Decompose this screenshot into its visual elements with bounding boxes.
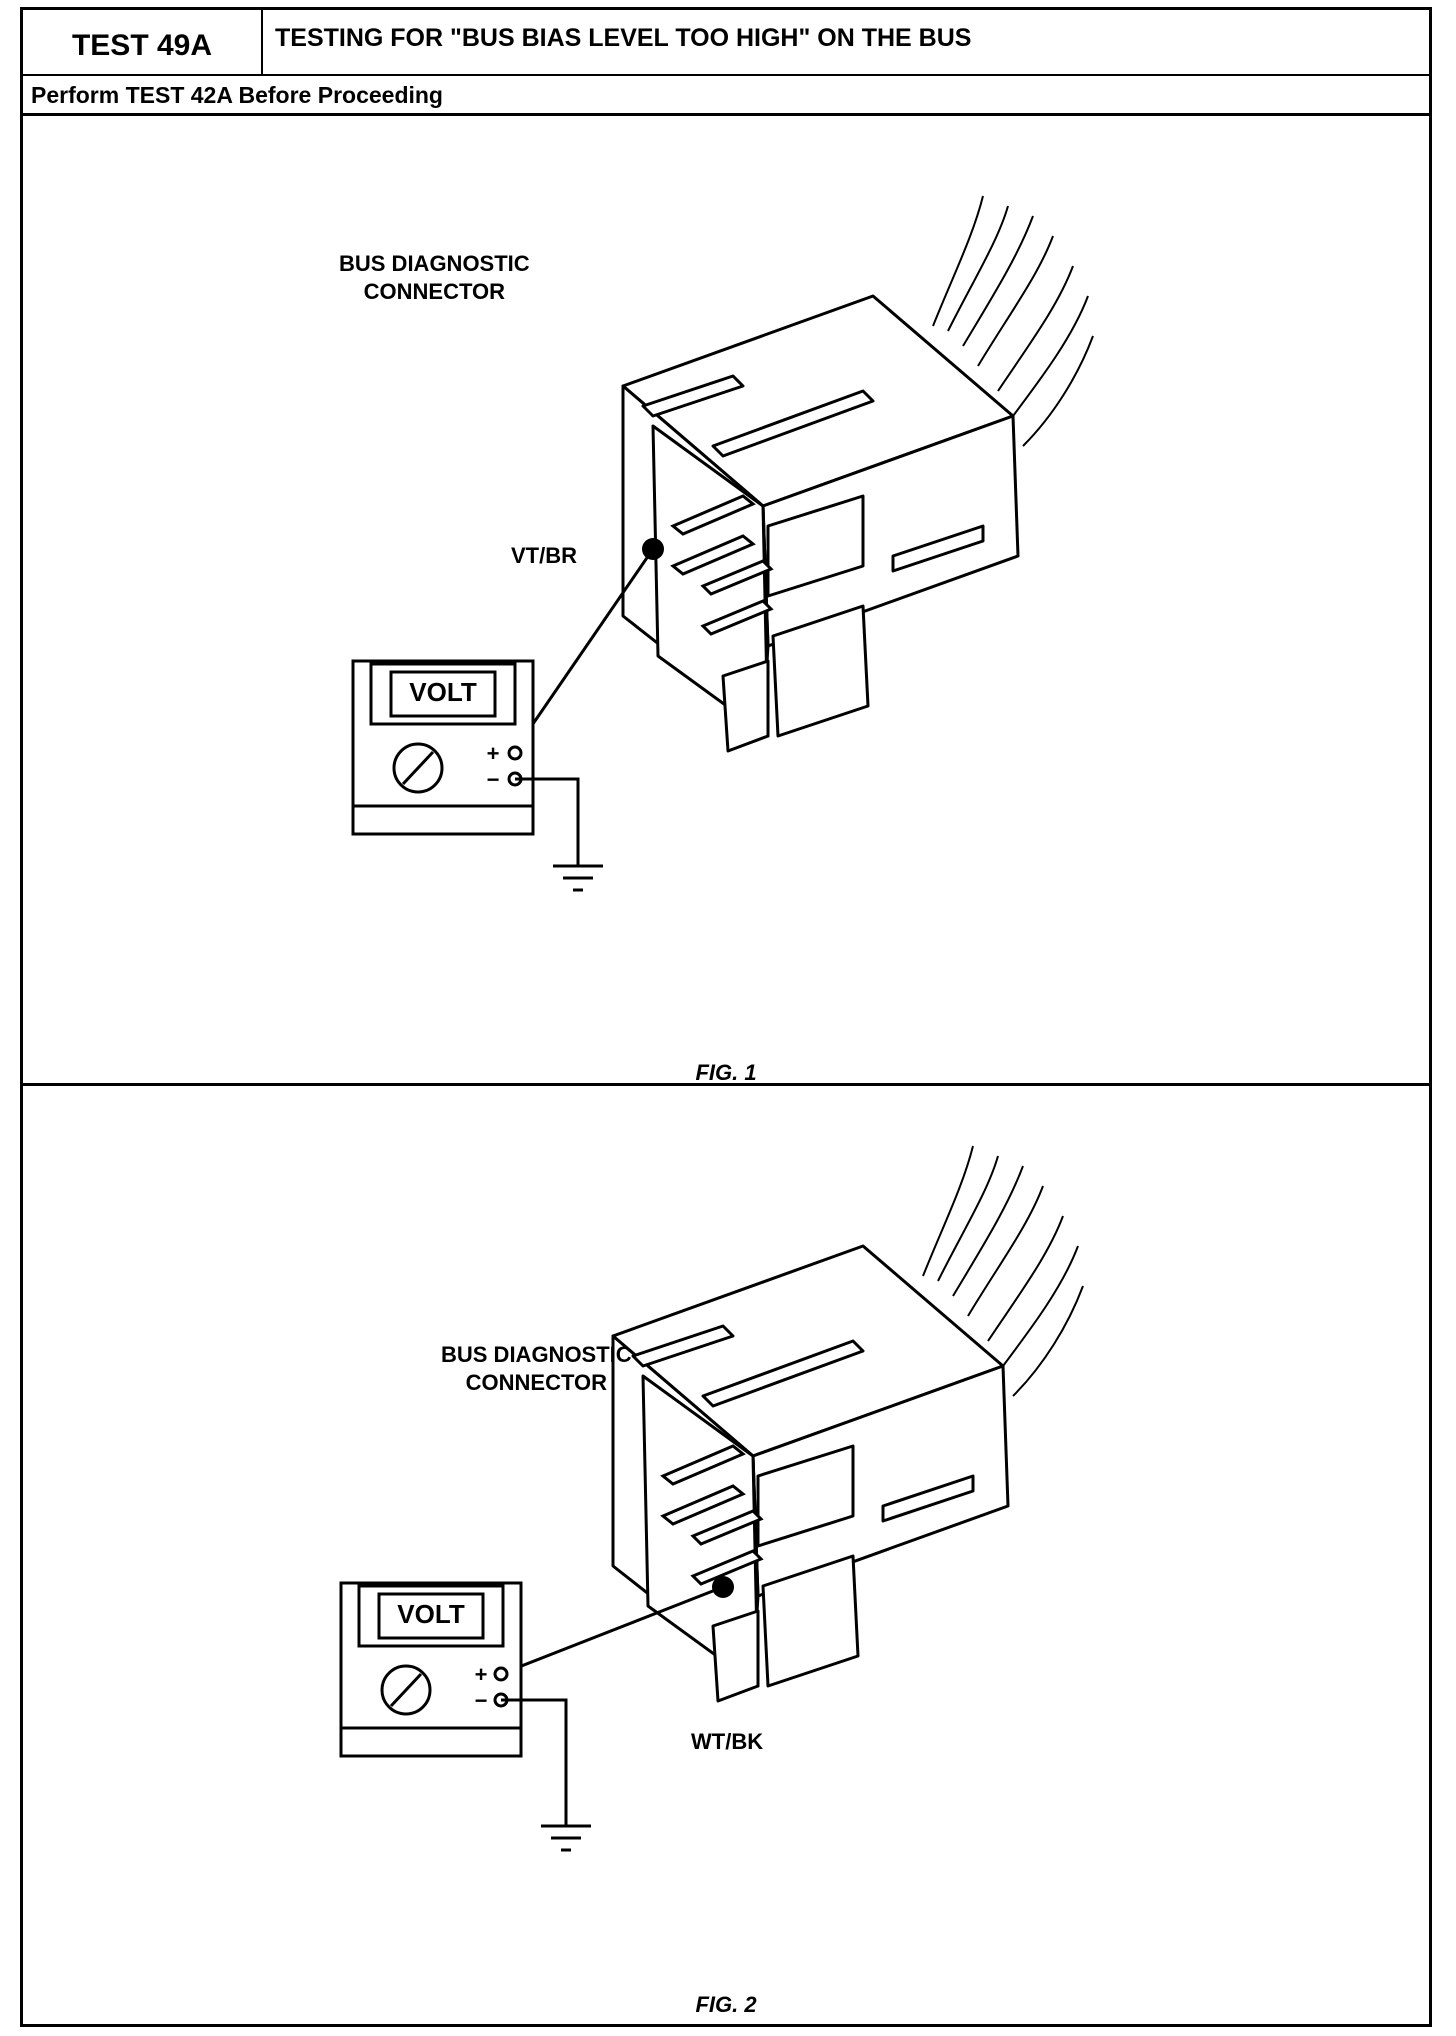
connector-wires <box>922 1145 1084 1397</box>
meter-plus: + <box>475 1662 488 1687</box>
meter-display-text: VOLT <box>397 1599 465 1629</box>
figure-2-panel: VOLT + − BUS DIAGNOSTIC CONNECTOR WT/BK … <box>23 1086 1429 2024</box>
connector-label: BUS DIAGNOSTIC CONNECTOR <box>441 1341 632 1397</box>
connector-label: BUS DIAGNOSTIC CONNECTOR <box>339 250 530 306</box>
meter-display-text: VOLT <box>409 677 477 707</box>
ground-lead <box>501 1698 591 1852</box>
figure-2-diagram: VOLT + − <box>339 1145 1084 1852</box>
test-id: TEST 49A <box>23 10 263 74</box>
wire-label: WT/BK <box>691 1729 764 1754</box>
connector-wires <box>932 195 1094 447</box>
connector-label-line1: BUS DIAGNOSTIC <box>339 251 530 276</box>
test-title: TESTING FOR "BUS BIAS LEVEL TOO HIGH" ON… <box>275 24 972 52</box>
meter-plus: + <box>487 741 500 766</box>
positive-lead <box>500 1585 724 1676</box>
ground-lead <box>515 777 603 892</box>
multimeter <box>351 659 535 836</box>
meter-minus: − <box>487 767 500 792</box>
connector-pins <box>660 1444 764 1586</box>
connector-label-line2: CONNECTOR <box>363 279 506 304</box>
multimeter <box>339 1581 523 1758</box>
figure-1-diagram: VOLT + − <box>351 195 1094 892</box>
meter-minus: − <box>475 1688 488 1713</box>
header-row: TEST 49A TESTING FOR "BUS BIAS LEVEL TOO… <box>23 10 1429 76</box>
prerequisite-note: Perform TEST 42A Before Proceeding <box>23 76 1429 116</box>
figure-caption: FIG. 2 <box>695 1992 757 2017</box>
figure-caption: FIG. 1 <box>695 1060 757 1085</box>
wire-label: VT/BR <box>511 543 577 568</box>
connector-pins <box>670 494 774 636</box>
test-page-frame: TEST 49A TESTING FOR "BUS BIAS LEVEL TOO… <box>20 7 1432 2027</box>
figure-1-panel: VOLT + − BUS DIAGNOSTIC CONNECTOR VT/BR … <box>23 116 1429 1086</box>
connector-label-line1: BUS DIAGNOSTIC <box>441 1342 632 1367</box>
connector-label-line2: CONNECTOR <box>465 1370 608 1395</box>
positive-lead <box>511 548 655 754</box>
